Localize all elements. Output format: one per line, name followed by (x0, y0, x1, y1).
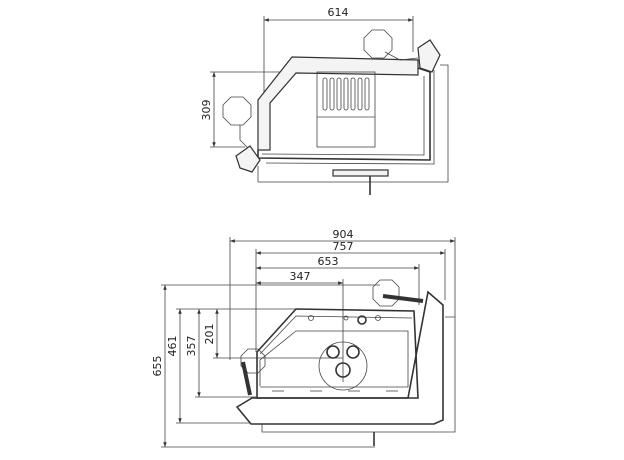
burner-hole (335, 362, 351, 378)
dim-label-357: 357 (185, 336, 198, 357)
top-view: 614 309 (200, 6, 449, 195)
dim-label-653: 653 (318, 255, 339, 268)
firebox-outline (256, 308, 419, 399)
base-frame (261, 316, 456, 433)
connector-octagon (372, 279, 400, 307)
connector-line (384, 51, 419, 61)
dim-label-655: 655 (151, 356, 164, 377)
burner-hole (346, 345, 360, 359)
inner-outline (265, 70, 435, 165)
corner-hinge (417, 39, 441, 73)
door-handle-bar (332, 169, 389, 177)
dim-label-461: 461 (166, 336, 179, 357)
body-outline (257, 67, 431, 161)
grille-slots (322, 77, 370, 111)
dim-label-614: 614 (328, 6, 349, 19)
firebox-top-edge (259, 315, 413, 355)
connector-octagon (222, 96, 252, 126)
connector-pipe (241, 361, 252, 396)
burner-disc (318, 341, 368, 391)
grille-panel (316, 71, 376, 148)
connector-pipe (382, 294, 424, 303)
corner-hinge (235, 145, 261, 173)
front-view: 904 757 653 347 655 461 357 201 (151, 228, 456, 448)
bolt (308, 315, 314, 321)
inner-outline (261, 76, 425, 156)
firebox-inner (259, 330, 409, 388)
dim-label-201: 201 (203, 324, 216, 345)
dim-label-757: 757 (333, 240, 354, 253)
connector-octagon (240, 348, 266, 374)
dim-label-904: 904 (333, 228, 354, 241)
extension-lines (161, 237, 456, 448)
bolt (375, 315, 381, 321)
bolt (343, 315, 349, 321)
flue-port (357, 315, 367, 325)
connector-octagon (363, 29, 393, 59)
insulated-wall (257, 56, 419, 151)
dim-label-347: 347 (290, 270, 311, 283)
connector-line (239, 125, 249, 149)
outer-frame (257, 64, 449, 183)
dim-label-309: 309 (200, 100, 213, 121)
burner-hole (326, 345, 340, 359)
